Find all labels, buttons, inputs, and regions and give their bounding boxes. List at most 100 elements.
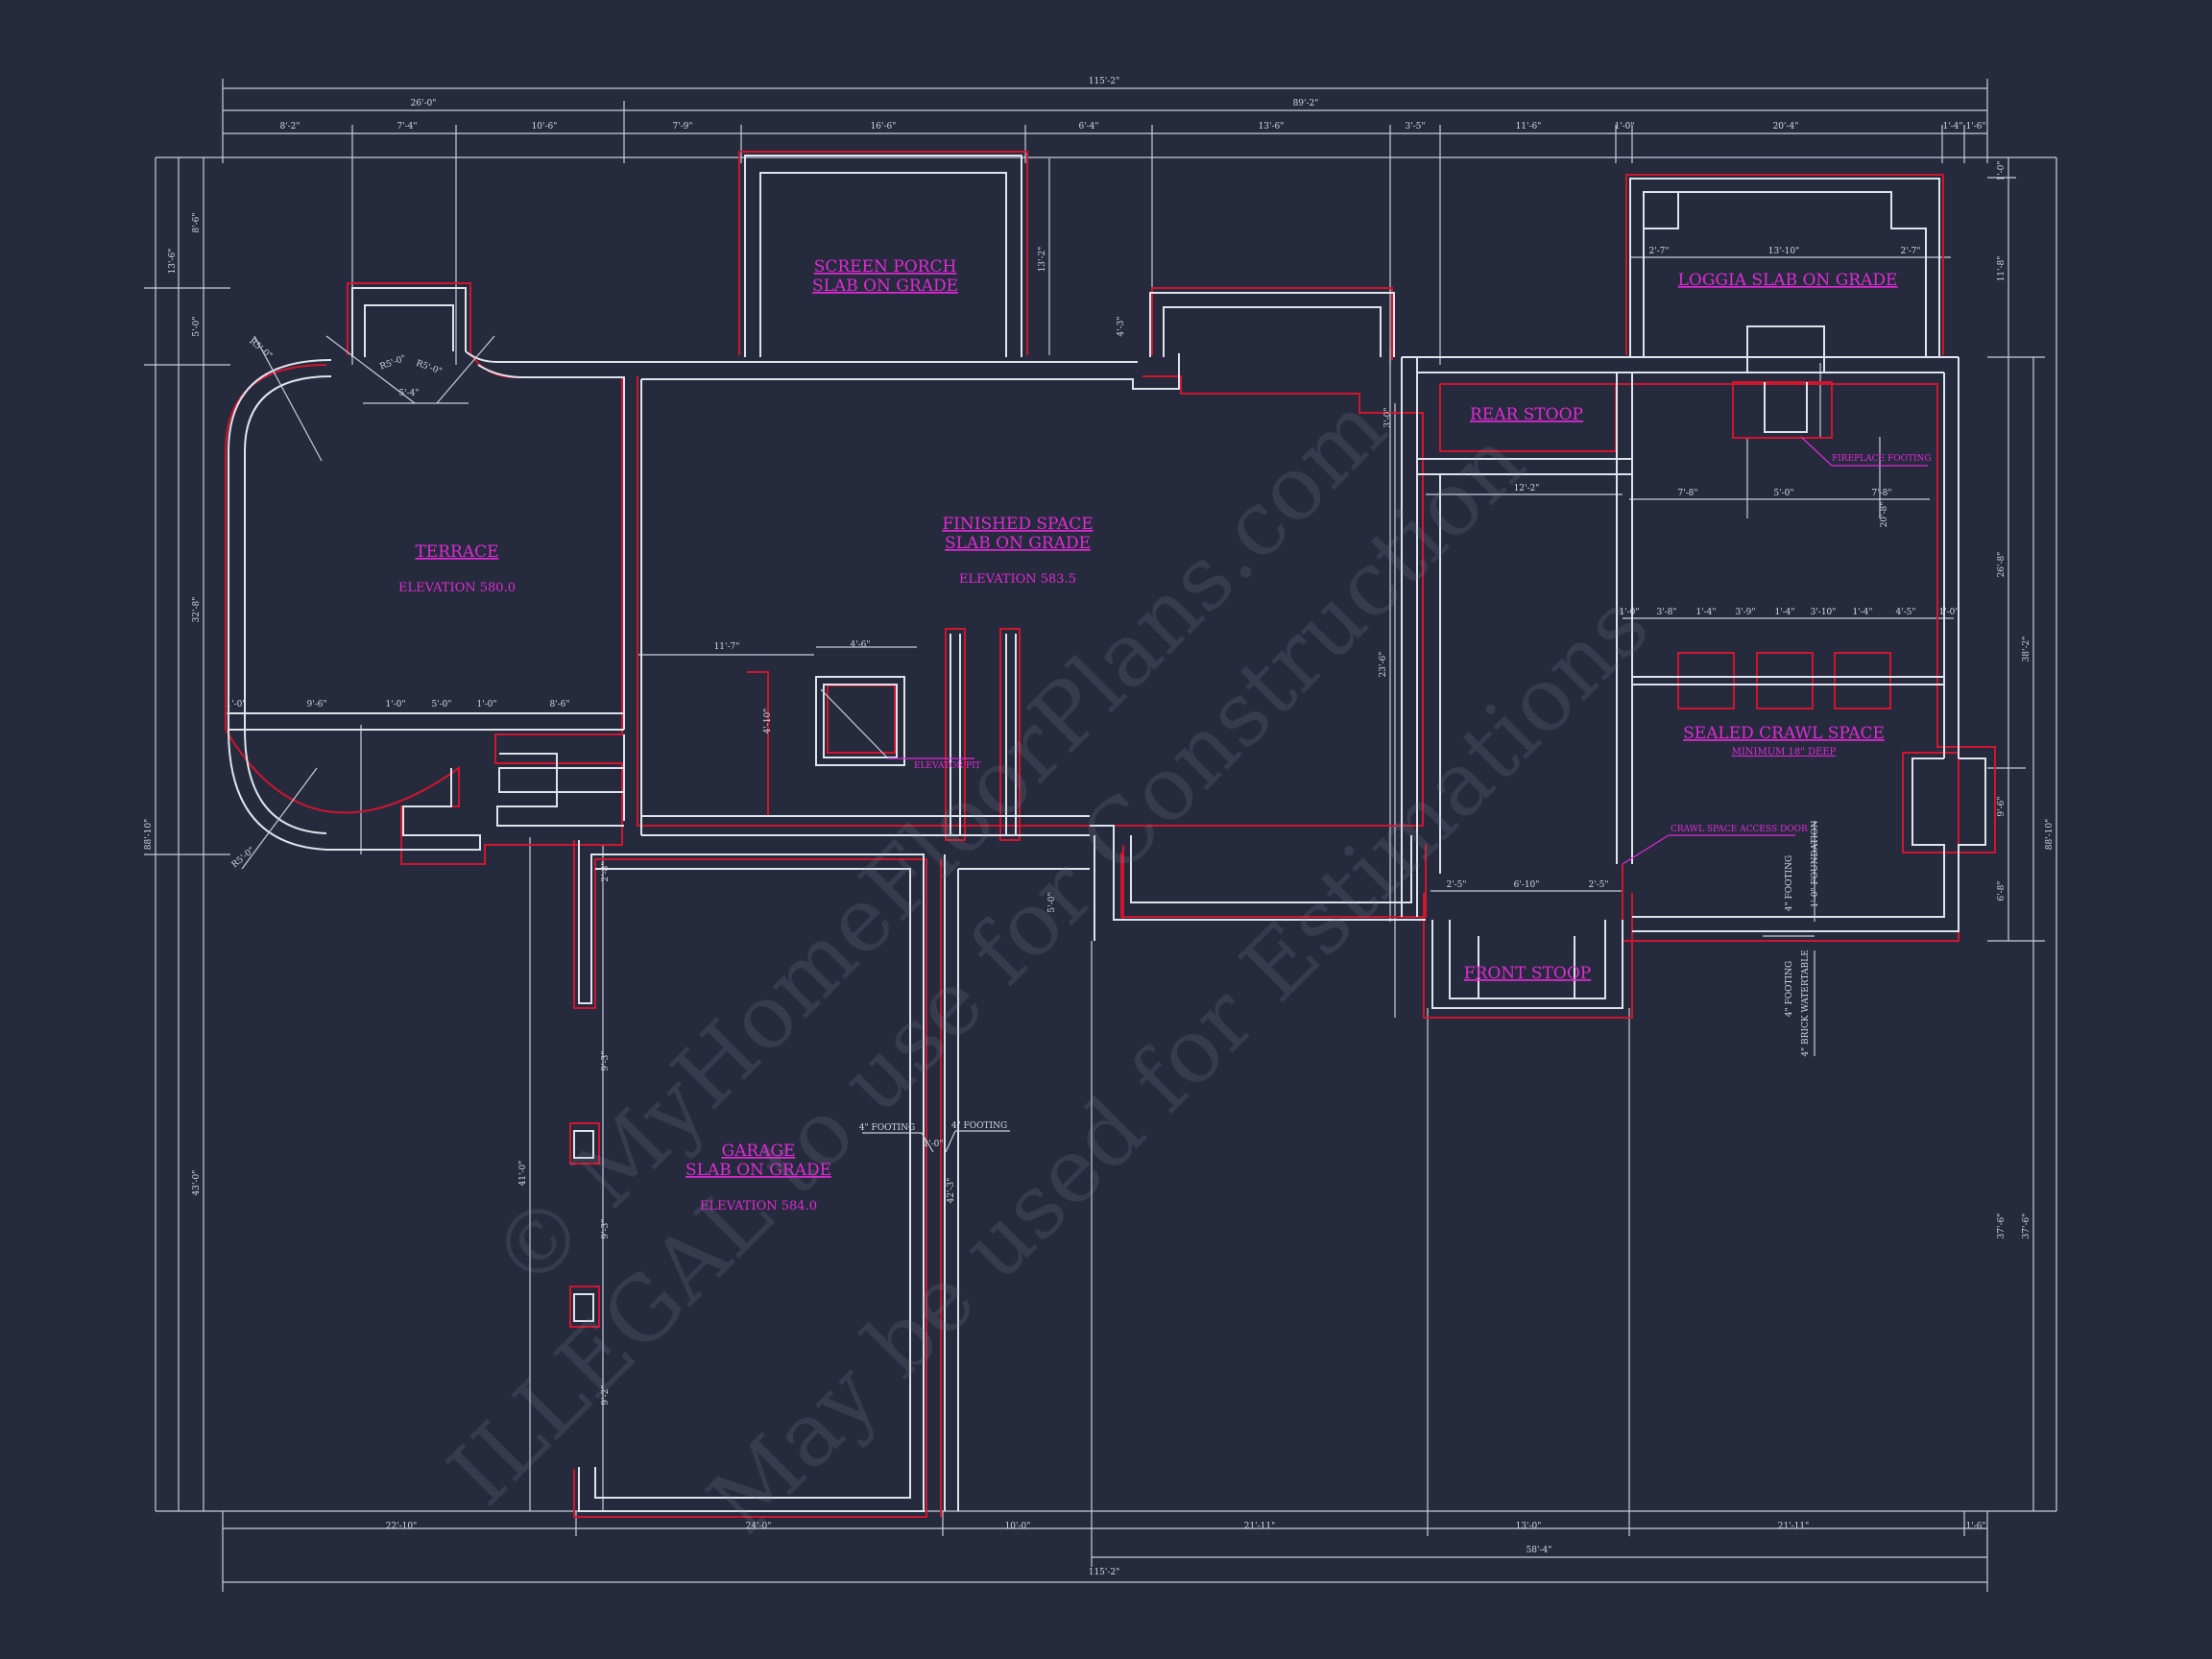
- dim-loggia-l: 2'-7": [1648, 247, 1669, 256]
- footing-vert-a: 4" FOOTING: [1785, 855, 1794, 911]
- rear-stoop-label: REAR STOOP: [1470, 405, 1583, 424]
- dim-pier-4: 1'-4": [1774, 608, 1794, 617]
- garage-label: GARAGE: [722, 1142, 796, 1161]
- dim-garage-vert-2: 9'-3": [601, 1218, 611, 1238]
- dim-garage-vert-0: 2'-8": [601, 861, 611, 881]
- dim-terrace-1: 9'-6": [306, 700, 326, 709]
- dim-right-e: 1'-0": [1997, 160, 2007, 180]
- dim-porch-vert: 13'-2": [1038, 247, 1047, 273]
- dim-terrace-2: 1'-0": [385, 700, 405, 709]
- screen-porch-sub: SLAB ON GRADE: [812, 276, 958, 296]
- dim-terrace-4: 1'-0": [476, 700, 496, 709]
- dim-elevator-w: 4'-6": [850, 640, 870, 650]
- dim-crawl-vert: 20'-8": [1880, 502, 1889, 528]
- dim-bottom-overall: 115'-2": [1089, 1568, 1120, 1577]
- finished-space-elevation: ELEVATION 583.5: [959, 572, 1076, 587]
- dim-bottom-5: 21'-11": [1778, 1522, 1810, 1531]
- dim-left-upper: 32'-8": [192, 597, 202, 623]
- notes: ELEVATOR PIT FIREPLACE FOOTING CRAWL SPA…: [859, 436, 1932, 1153]
- dim-loggia-r: 2'-7": [1900, 247, 1920, 256]
- dim-right-overall: 88'-10": [2045, 819, 2055, 851]
- dim-left-top-b: 8'-6": [192, 212, 202, 232]
- dim-right-upper: 38'-2": [2022, 637, 2032, 662]
- dim-bottom-1: 24'-0": [746, 1522, 772, 1531]
- dim-top-row-4: 16'-6": [871, 122, 897, 132]
- dim-crawl-mid-1: 5'-0": [1773, 489, 1793, 498]
- dim-crawl-top: 12'-2": [1514, 484, 1540, 493]
- dimension-lines: [144, 79, 2057, 1592]
- dim-stair-b: 4'-3": [1117, 316, 1126, 336]
- dim-front-stoop-2: 2'-5": [1588, 880, 1608, 890]
- dim-crawl-mid-0: 7'-8": [1677, 489, 1697, 498]
- foundation-vert: 1'-0" FOUNDATION: [1811, 820, 1820, 907]
- dim-loggia-inner: 13'-10": [1768, 247, 1800, 256]
- footing-right-note: 4" FOOTING: [951, 1121, 1007, 1131]
- dim-front-stoop-1: 6'-10": [1514, 880, 1540, 890]
- dim-elevator-h: 4'-10": [763, 709, 773, 734]
- terrace-label: TERRACE: [415, 542, 498, 562]
- dim-garage-left: 41'-0": [518, 1161, 528, 1187]
- dim-top-row-11: 1'-4": [1942, 122, 1962, 132]
- svg-text:© MyHomeFloorPlans.com: © MyHomeFloorPlans.com: [471, 375, 1406, 1310]
- garage-elevation: ELEVATION 584.0: [700, 1199, 817, 1214]
- fireplace-footing-note: FIREPLACE FOOTING: [1832, 454, 1932, 464]
- dim-top-row-3: 7'-9": [672, 122, 692, 132]
- dim-bottom-0: 22'-10": [386, 1522, 418, 1531]
- dim-left-top-c: 5'-0": [192, 316, 202, 336]
- finished-space-label: FINISHED SPACE: [942, 515, 1093, 534]
- dim-pier-2: 1'-4": [1695, 608, 1716, 617]
- dim-pier-5: 3'-10": [1811, 608, 1837, 617]
- dim-top-left: 26'-0": [411, 99, 437, 108]
- dim-terrace-5: 8'-6": [549, 700, 569, 709]
- dim-top-row-7: 3'-5": [1405, 122, 1425, 132]
- dim-right-b: 26'-8": [1997, 552, 2007, 578]
- dim-terrace-0: 1'-0": [226, 700, 246, 709]
- dim-left-overall: 88'-10": [144, 819, 154, 851]
- dim-garage-vert-1: 9'-3": [601, 1050, 611, 1070]
- crawl-door-note: CRAWL SPACE ACCESS DOOR: [1671, 825, 1808, 834]
- footing-vert-b: 4" FOOTING: [1785, 961, 1794, 1017]
- dim-left-top-a: 13'-6": [168, 249, 178, 275]
- room-labels: TERRACE ELEVATION 580.0 SCREEN PORCH SLA…: [398, 257, 1897, 1214]
- footing-outlines: [225, 151, 1996, 1518]
- dim-top-overall: 115'-2": [1089, 77, 1120, 86]
- dim-stair-a: 5'-0": [1047, 892, 1057, 912]
- dim-top-row-10: 20'-4": [1773, 122, 1799, 132]
- crawl-space-sub: MINIMUM 18" DEEP: [1732, 747, 1837, 757]
- dim-top-row-12: 1'-6": [1965, 122, 1985, 132]
- crawl-space-label: SEALED CRAWL SPACE: [1683, 724, 1885, 743]
- dim-radius-a: R5'-0": [247, 337, 274, 362]
- dim-bottom-mid: 58'-4": [1527, 1546, 1552, 1555]
- dim-crawl-mid-2: 7'-8": [1871, 489, 1891, 498]
- dim-top-row-0: 8'-2": [279, 122, 300, 132]
- dim-mid-vert: 23'-6": [1379, 652, 1388, 678]
- dim-bottom-4: 13'-0": [1516, 1522, 1542, 1531]
- dim-top-row-9: 1'-0": [1614, 122, 1634, 132]
- dim-pier-6: 1'-4": [1852, 608, 1872, 617]
- dim-garage-vert-3: 9'-2": [601, 1384, 611, 1405]
- dim-pier-1: 3'-8": [1656, 608, 1676, 617]
- dim-top-row-8: 11'-6": [1516, 122, 1542, 132]
- dim-top-row-1: 7'-4": [397, 122, 417, 132]
- dim-bottom-6: 1'-6": [1965, 1522, 1985, 1531]
- dim-terrace-3: 5'-0": [431, 700, 451, 709]
- dim-footing-h: 42'-3": [947, 1178, 956, 1204]
- dim-top-row-6: 13'-6": [1259, 122, 1285, 132]
- dim-top-row-2: 10'-6": [532, 122, 558, 132]
- dim-bottom-3: 21'-11": [1244, 1522, 1276, 1531]
- dim-pier-7: 4'-5": [1895, 608, 1915, 617]
- front-stoop-label: FRONT STOOP: [1464, 964, 1591, 983]
- dim-right-d: 6'-8": [1997, 880, 2007, 901]
- dim-terrace-neck: 5'-4": [398, 389, 419, 398]
- garage-sub: SLAB ON GRADE: [685, 1161, 831, 1180]
- foundation-walls: [228, 155, 1986, 1512]
- dim-pier-8: 1'-0": [1938, 608, 1959, 617]
- loggia-label: LOGGIA SLAB ON GRADE: [1678, 271, 1898, 290]
- footing-left-note: 4" FOOTING: [859, 1123, 915, 1133]
- dim-radius-b: R5'-0": [379, 354, 408, 373]
- dim-stair-c: 3'-0": [1383, 407, 1393, 427]
- finished-space-sub: SLAB ON GRADE: [945, 534, 1091, 553]
- dim-right-lower: 37'-6": [2022, 1214, 2032, 1239]
- dim-elev-left: 11'-7": [714, 642, 740, 652]
